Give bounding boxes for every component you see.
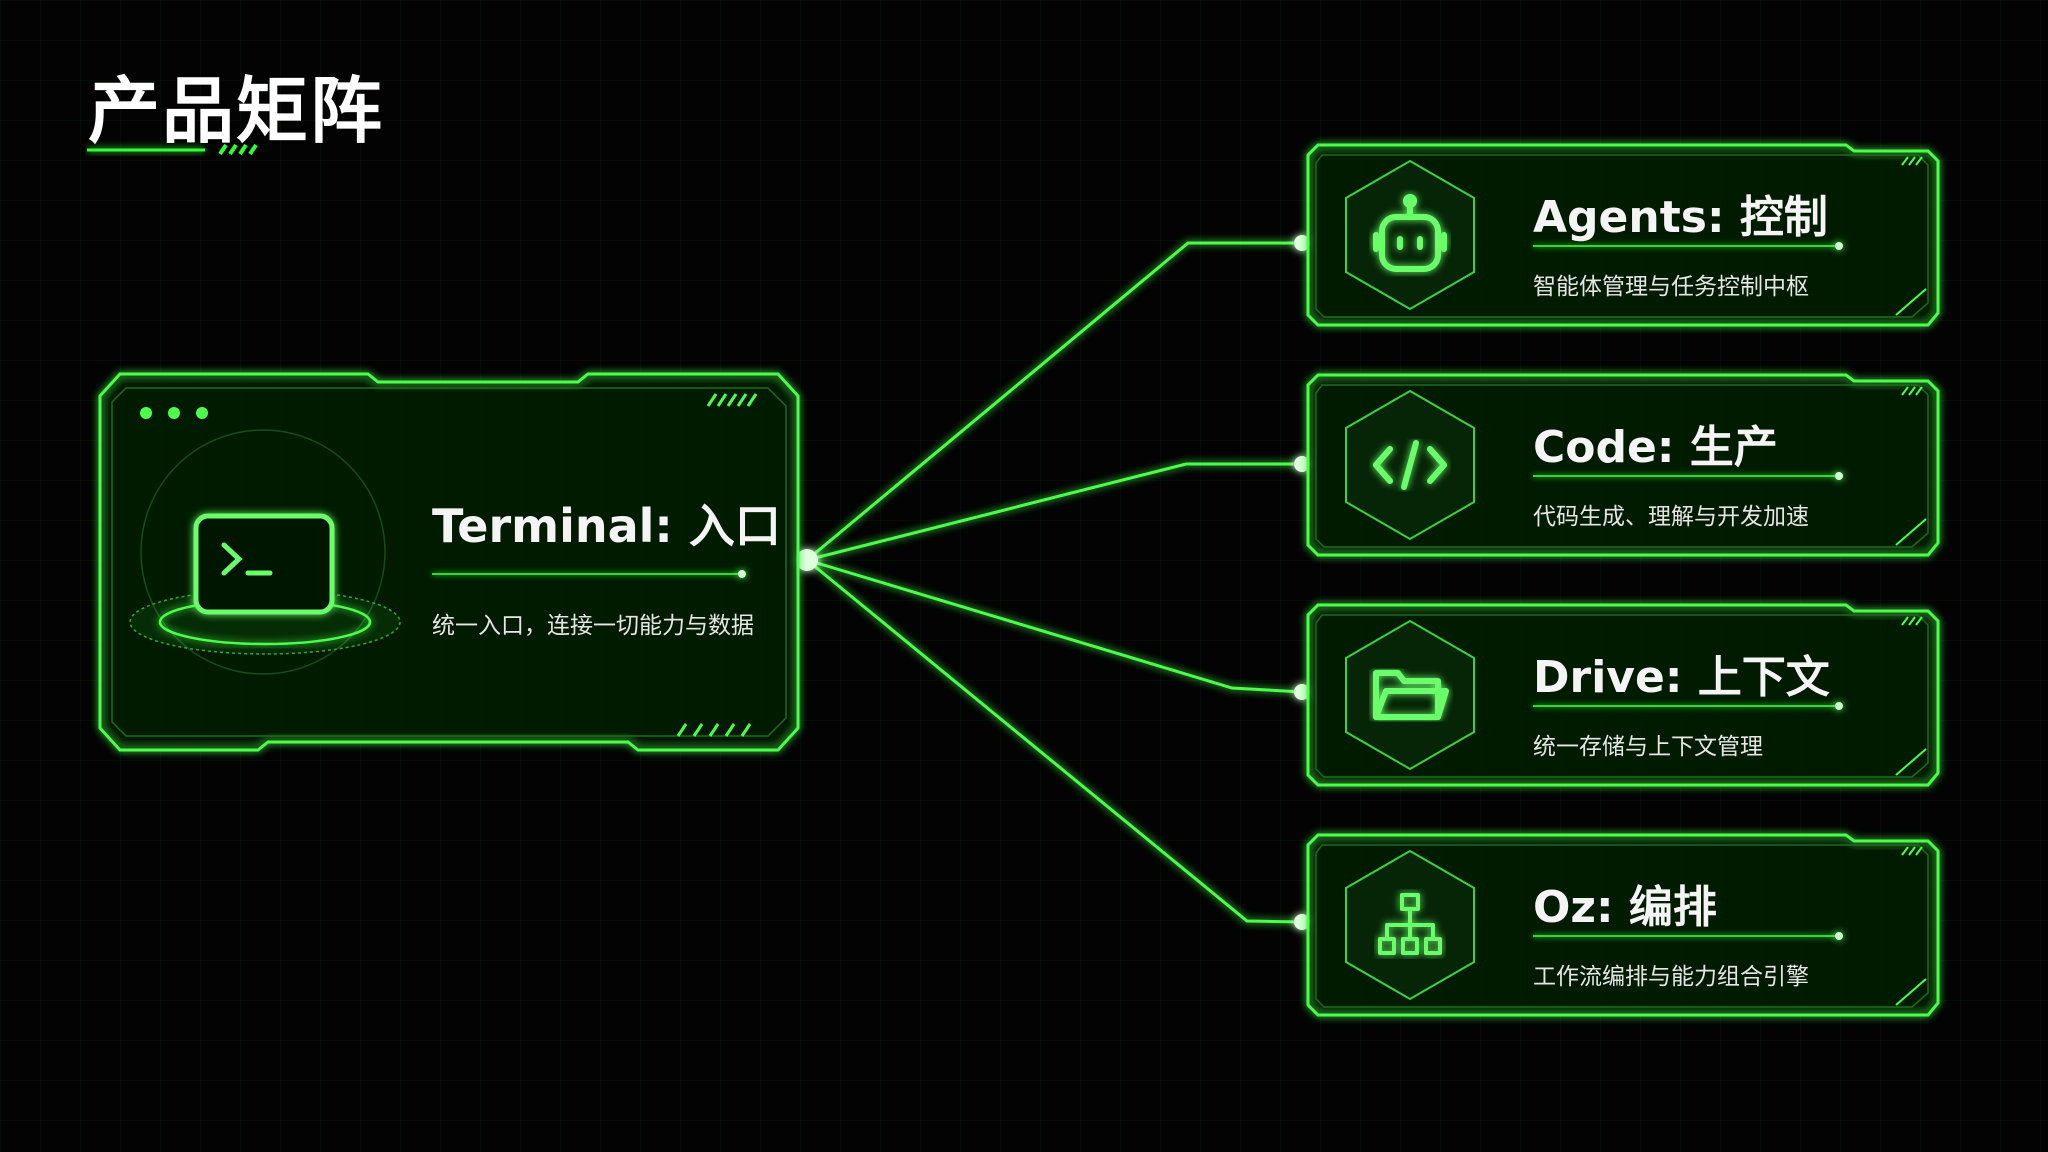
connector-code	[806, 462, 1302, 562]
divider	[1533, 242, 1843, 250]
card-frame	[1306, 833, 1940, 1017]
folder-icon	[1373, 670, 1449, 720]
card-frame	[1306, 143, 1940, 327]
card-title: Agents: 控制	[1533, 192, 1828, 243]
connector-oz	[806, 558, 1303, 924]
divider	[1533, 702, 1843, 710]
title-underline	[87, 143, 258, 156]
product-card-oz[interactable]: Oz: 编排 工作流编排与能力组合引擎	[1306, 833, 1940, 1017]
divider	[1533, 472, 1843, 480]
card-title: Code: 生产	[1533, 422, 1778, 473]
card-title: Oz: 编排	[1533, 882, 1717, 933]
card-subtitle: 智能体管理与任务控制中枢	[1533, 274, 1809, 300]
product-card-code[interactable]: Code: 生产 代码生成、理解与开发加速	[1306, 373, 1940, 557]
page-title: 产品矩阵	[88, 69, 385, 153]
node-drive	[1294, 684, 1310, 700]
card-frame	[1306, 603, 1940, 787]
card-title: Drive: 上下文	[1533, 652, 1830, 703]
card-frame	[98, 372, 800, 752]
code-icon	[1373, 440, 1447, 490]
divider	[1533, 932, 1843, 940]
card-frame	[1306, 373, 1940, 557]
node-oz	[1294, 914, 1310, 930]
robot-icon	[1373, 194, 1447, 272]
card-subtitle: 统一入口，连接一切能力与数据	[432, 613, 754, 639]
divider	[432, 570, 746, 578]
hierarchy-icon	[1378, 893, 1442, 955]
window-dots	[140, 407, 208, 419]
product-card-drive[interactable]: Drive: 上下文 统一存储与上下文管理	[1306, 603, 1940, 787]
node-code	[1294, 456, 1310, 472]
product-card-agents[interactable]: Agents: 控制 智能体管理与任务控制中枢	[1306, 143, 1940, 327]
hub-node	[796, 549, 818, 571]
card-title: Terminal: 入口	[432, 499, 781, 553]
terminal-card[interactable]: Terminal: 入口 统一入口，连接一切能力与数据	[98, 372, 800, 752]
connector-drive	[806, 558, 1303, 694]
terminal-icon	[193, 513, 335, 615]
card-subtitle: 工作流编排与能力组合引擎	[1533, 964, 1809, 990]
node-agents	[1294, 235, 1310, 251]
connector-agents	[806, 241, 1302, 562]
card-subtitle: 代码生成、理解与开发加速	[1533, 504, 1809, 530]
card-subtitle: 统一存储与上下文管理	[1533, 734, 1763, 760]
